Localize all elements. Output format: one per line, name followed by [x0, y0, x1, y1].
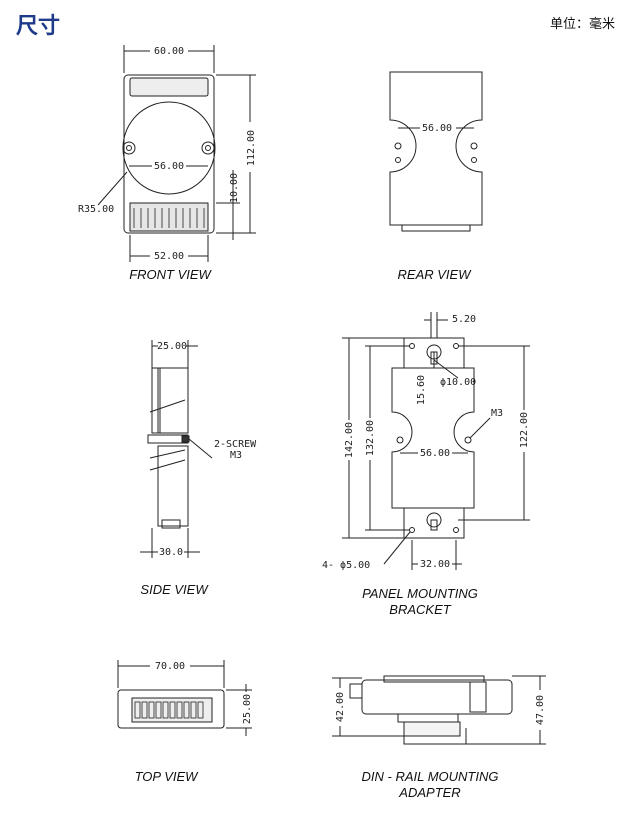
top-view-caption: TOP VIEW: [134, 769, 198, 784]
panel-total-height: 142.00: [344, 422, 355, 458]
panel-bottom-span: 32.00: [420, 559, 450, 570]
panel-hole-span: 56.00: [420, 448, 450, 459]
din-caption-line2: ADAPTER: [399, 785, 461, 800]
top-depth: 25.00: [242, 694, 253, 724]
din-left-height: 42.00: [335, 692, 346, 722]
din-right-height: 47.00: [535, 695, 546, 725]
front-view-drawing: [97, 45, 256, 262]
rear-hole-span: 56.00: [422, 123, 452, 134]
panel-caption: PANEL MOUNTING BRACKET: [330, 586, 510, 618]
panel-hole-height: 122.00: [519, 412, 530, 448]
din-caption: DIN - RAIL MOUNTING ADAPTER: [340, 769, 520, 801]
top-view-drawing: [117, 660, 252, 736]
panel-slot-offset: 15.60: [416, 375, 427, 405]
panel-bottom-holes: 4- ϕ5.00: [322, 560, 370, 571]
rear-view-drawing: [389, 71, 483, 232]
panel-hole-dia: ϕ10.00: [440, 377, 476, 388]
side-bottom-width: 30.0: [159, 547, 183, 558]
front-terminal: 10.00: [229, 173, 240, 203]
side-view-caption: SIDE VIEW: [140, 582, 208, 597]
top-width: 70.00: [155, 661, 185, 672]
unit-label: 单位：毫米: [549, 17, 615, 32]
side-screw-label: 2-SCREW: [214, 439, 257, 450]
front-height: 112.00: [246, 130, 257, 166]
din-adapter-drawing: [332, 675, 546, 745]
page-title: 尺寸: [16, 14, 61, 39]
side-view-drawing: [140, 340, 213, 558]
panel-caption-line1: PANEL MOUNTING: [362, 586, 478, 601]
front-radius: R35.00: [78, 204, 114, 215]
din-caption-line1: DIN - RAIL MOUNTING: [361, 769, 499, 784]
side-top-width: 25.00: [157, 341, 187, 352]
panel-slot-width: 5.20: [452, 314, 476, 325]
panel-body-height: 132.00: [365, 420, 376, 456]
front-width-bottom: 52.00: [154, 251, 184, 262]
rear-view-caption: REAR VIEW: [397, 267, 471, 282]
front-view-caption: FRONT VIEW: [129, 267, 211, 282]
front-hole-span: 56.00: [154, 161, 184, 172]
side-screw-m3: M3: [230, 450, 242, 461]
panel-bracket-drawing: [342, 312, 530, 570]
front-width-top: 60.00: [154, 46, 184, 57]
panel-caption-line2: BRACKET: [389, 602, 451, 617]
panel-m3: M3: [491, 408, 503, 419]
